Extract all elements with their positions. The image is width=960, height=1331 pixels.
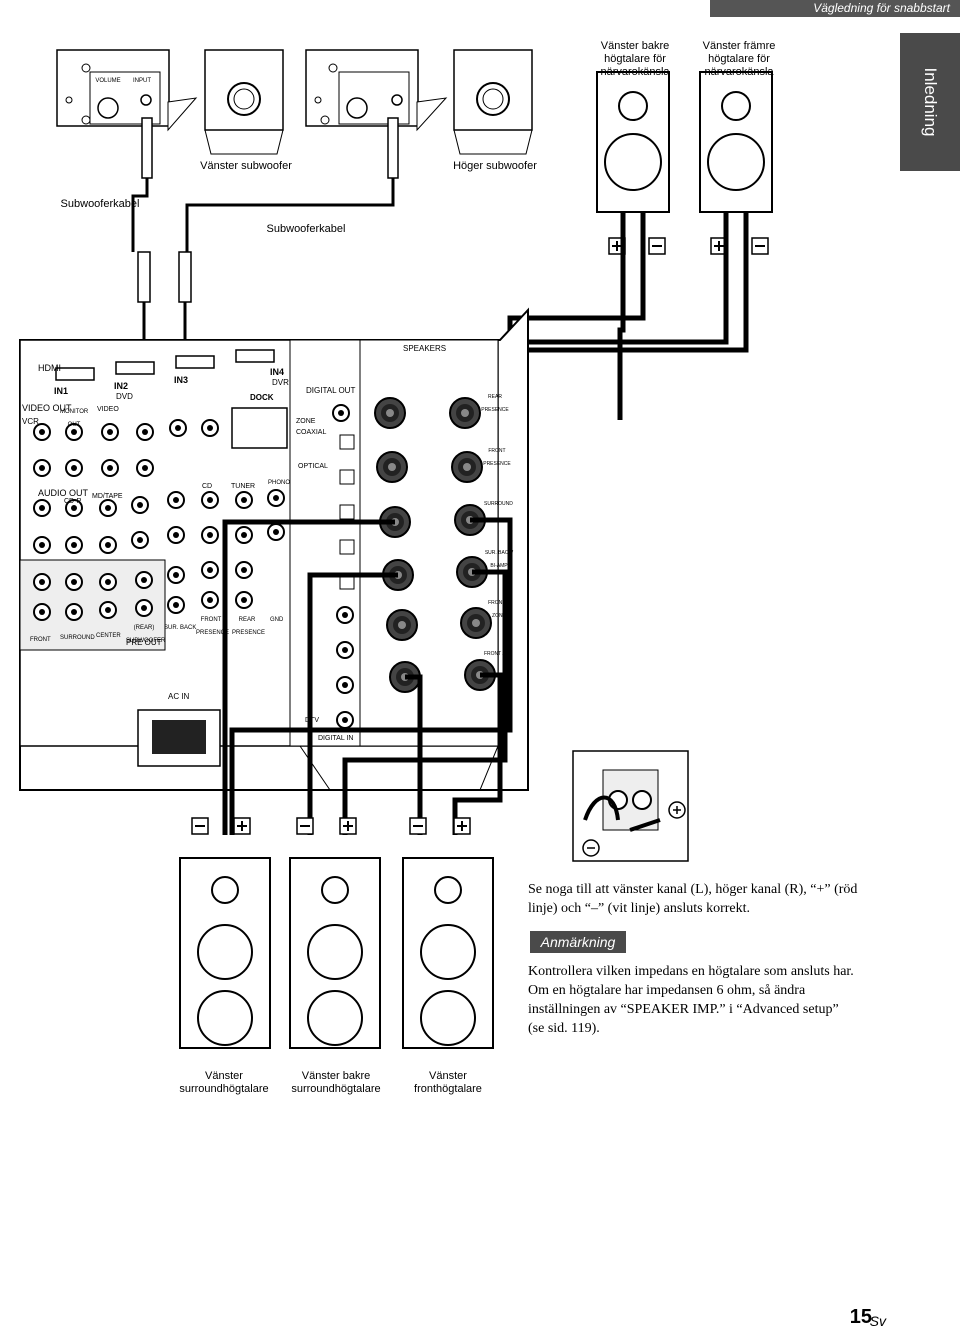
audio-out-label: AUDIO OUT — [38, 488, 89, 498]
phono-label: PHONO — [268, 480, 291, 486]
sp-front-b-label: FRONT B ZONE — [488, 600, 510, 619]
sp-rear-presence-label: REAR PRESENCE — [481, 394, 509, 413]
dock-label: DOCK — [250, 393, 274, 402]
sp-surround-label: SURROUND — [484, 501, 513, 507]
left-front-label: Vänster fronthögtalare — [414, 1070, 482, 1095]
cdr-label: CD-R — [64, 498, 82, 505]
in1-label: IN1 — [54, 386, 69, 396]
vcr-label: VCR — [22, 417, 39, 426]
front-presence-label: FRONT PRESENCE — [196, 617, 230, 636]
digital-in-label: DIGITAL IN — [318, 735, 354, 742]
right-subwoofer-label: Höger subwoofer — [453, 160, 537, 172]
in4-label: IN4 — [270, 367, 285, 377]
right-subwoofer — [305, 49, 533, 155]
receiver-rear-panel — [19, 307, 529, 791]
left-rear-presence-label: Vänster bakre högtalare för närvarokänsl… — [600, 40, 670, 78]
dtv-label: DTV — [305, 717, 319, 724]
dvd-label: DVD — [116, 392, 133, 401]
left-subwoofer — [56, 49, 284, 155]
digital-out-label: DIGITAL OUT — [306, 386, 356, 395]
subwoofer-cable-label-2: Subwooferkabel — [266, 223, 346, 235]
dvr-label: DVR — [272, 378, 289, 387]
sur-back-label: SUR. BACK — [164, 625, 197, 631]
sp-surback-label: SUR. BACK/ BI-AMP — [484, 550, 514, 569]
center-label: CENTER — [96, 633, 121, 639]
subwoofer-cable-label-1: Subwooferkabel — [60, 198, 140, 210]
terminal-closeup — [572, 750, 689, 862]
coaxial-label: COAXIAL — [296, 429, 327, 436]
tuner-label: TUNER — [231, 483, 256, 490]
side-tab: Inledning — [900, 33, 960, 171]
zone-label: ZONE — [296, 418, 316, 425]
subwoofer-label: (REAR) SUBWOOFER — [126, 625, 166, 644]
hdmi-label: HDMI — [38, 363, 61, 373]
input-label: INPUT — [133, 78, 151, 84]
left-surround-label: Vänster surroundhögtalare — [179, 1070, 269, 1095]
video-label: VIDEO — [97, 406, 119, 413]
volume-label: VOLUME — [95, 78, 121, 84]
sp-front-a-label: FRONT A — [484, 651, 506, 657]
note-body: Kontrollera vilken impedans en högtalare… — [528, 964, 854, 1036]
gnd-label: GND — [270, 617, 284, 623]
mdtape-label: MD/TAPE — [92, 493, 123, 500]
page-lang: Sv — [869, 1313, 886, 1329]
cd-label: CD — [202, 483, 213, 490]
header: Vägledning för snabbstart — [0, 0, 960, 17]
monitor-out-label: MONITOR OUT — [60, 409, 89, 428]
front-label: FRONT — [30, 637, 51, 643]
speakers-label: SPEAKERS — [403, 344, 447, 353]
instruction-text: Se noga till att vänster kanal (L), höge… — [528, 882, 858, 916]
surround-label: SURROUND — [60, 635, 95, 641]
note-heading: Anmärkning — [530, 931, 626, 953]
in2-label: IN2 — [114, 381, 129, 391]
left-subwoofer-label: Vänster subwoofer — [200, 160, 292, 172]
video-out-label: VIDEO OUT — [22, 403, 72, 413]
bottom-speakers — [179, 857, 494, 1049]
optical-label: OPTICAL — [298, 463, 328, 470]
page-number: 15 — [849, 1306, 872, 1328]
in3-label: IN3 — [174, 375, 189, 385]
rear-presence-label: REAR PRESENCE — [232, 617, 266, 636]
sp-front-presence-label: FRONT PRESENCE — [483, 448, 511, 467]
pre-out-label: PRE OUT — [126, 638, 162, 647]
section-title: Vägledning för snabbstart — [710, 0, 960, 17]
left-rear-surround-label: Vänster bakre surroundhögtalare — [291, 1070, 381, 1095]
left-front-presence-label: Vänster främre högtalare för närvarokäns… — [702, 40, 776, 78]
ac-in-label: AC IN — [168, 692, 190, 701]
surround-cables — [222, 517, 513, 835]
